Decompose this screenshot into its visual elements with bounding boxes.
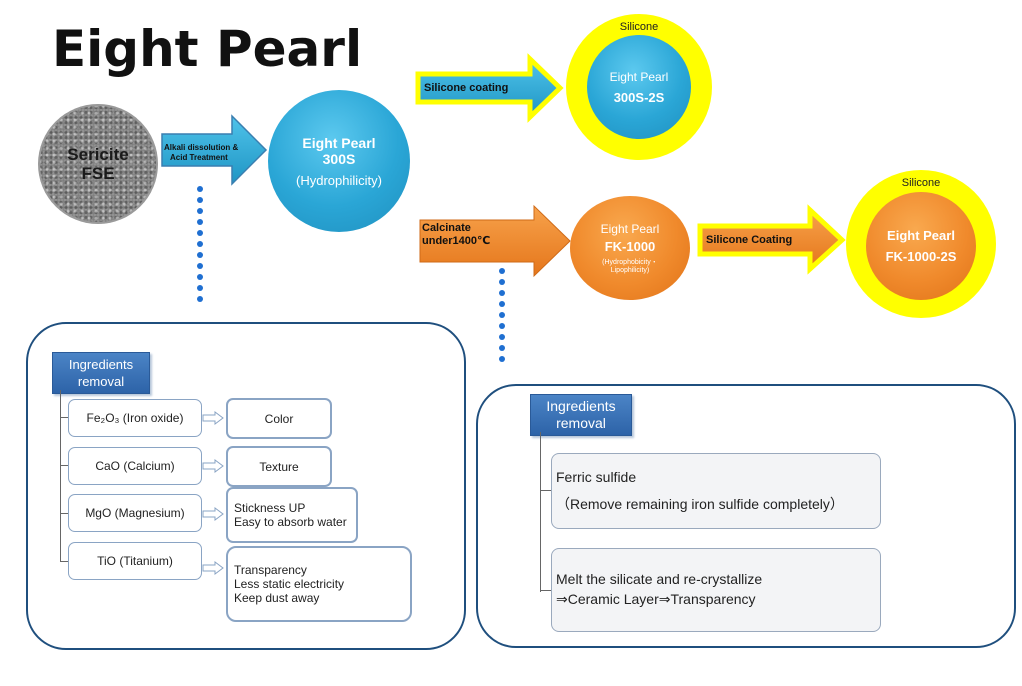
tree-branch xyxy=(540,490,552,491)
right-ingredients-badge: Ingredients removal xyxy=(530,394,632,436)
pearl-fk1000-2s-ring-label: Silicone xyxy=(901,177,941,189)
right-arrow-icon xyxy=(202,459,224,473)
right-arrow-icon xyxy=(202,561,224,575)
pearl-fk1000-code: FK-1000 xyxy=(604,239,656,254)
tree-branch xyxy=(60,513,68,514)
eight-pearl-fk1000-2s-circle: Eight Pearl FK-1000-2S xyxy=(866,192,976,300)
sericite-label: Sericite xyxy=(67,145,129,164)
alkali-arrow-line1: Alkali dissolution & xyxy=(164,143,239,152)
ferric-sulfide-detail: （Remove remaining iron sulfide completel… xyxy=(556,496,844,512)
alkali-treatment-arrow xyxy=(161,114,268,186)
result-stickness-line2: Easy to absorb water xyxy=(234,515,347,529)
pearl-fk1000-2s-name: Eight Pearl xyxy=(887,228,955,243)
tree-branch xyxy=(60,561,68,562)
tree-branch xyxy=(60,417,68,418)
result-texture: Texture xyxy=(226,446,332,487)
calcinate-arrow-label: Calcinate under1400℃ xyxy=(422,222,490,248)
alkali-arrow-line2: Acid Treatment xyxy=(170,153,228,162)
pearl-300s-note: (Hydrophilicity) xyxy=(296,172,382,188)
eight-pearl-300s-circle: Eight Pearl 300S (Hydrophilicity) xyxy=(268,90,410,232)
left-dotted-connector xyxy=(197,186,203,307)
tree-branch xyxy=(540,590,552,591)
result-stickness: Stickness UP Easy to absorb water xyxy=(226,487,358,543)
left-badge-line1: Ingredients xyxy=(68,357,134,372)
result-transparency: Transparency Less static electricity Kee… xyxy=(226,546,412,622)
right-badge-line1: Ingredients xyxy=(546,398,616,414)
right-dotted-connector xyxy=(499,268,505,367)
ingredient-iron-oxide: Fe₂O₃ (Iron oxide) xyxy=(68,399,202,437)
pearl-300s-code: 300S xyxy=(322,150,356,167)
right-arrow-icon xyxy=(202,411,224,425)
result-color-text: Color xyxy=(264,411,294,426)
right-badge-line2: removal xyxy=(556,415,606,431)
result-texture-text: Texture xyxy=(259,459,299,474)
ferric-sulfide-title: Ferric sulfide xyxy=(556,469,637,485)
pearl-300s-2s-code: 300S-2S xyxy=(613,89,665,105)
result-transparency-line1: Transparency xyxy=(234,563,307,577)
ingredient-titanium: TiO (Titanium) xyxy=(68,542,202,580)
silicone-coating-bottom-label: Silicone Coating xyxy=(706,234,793,246)
page-title: Eight Pearl xyxy=(52,20,363,78)
eight-pearl-300s-2s-circle: Eight Pearl 300S-2S xyxy=(587,35,691,139)
silicone-coating-top-label: Silicone coating xyxy=(424,82,509,94)
pearl-300s-2s-name: Eight Pearl xyxy=(609,69,669,84)
tree-branch xyxy=(60,465,68,466)
silicone-coating-top-arrow xyxy=(415,53,564,123)
sericite-fse-circle: Sericite FSE xyxy=(38,104,158,224)
eight-pearl-fk1000-circle: Eight Pearl FK-1000 (Hydrophobicity・ Lip… xyxy=(570,196,690,300)
left-badge-line2: removal xyxy=(77,374,125,389)
pearl-300s-name: Eight Pearl xyxy=(302,134,376,151)
left-tree-line xyxy=(60,390,61,562)
silicate-line2: ⇒Ceramic Layer⇒Transparency xyxy=(556,591,756,607)
result-color: Color xyxy=(226,398,332,439)
result-transparency-line3: Keep dust away xyxy=(234,591,320,605)
ingredient-calcium: CaO (Calcium) xyxy=(68,447,202,485)
calcinate-line2: under1400℃ xyxy=(422,235,491,247)
pearl-fk1000-note1: (Hydrophobicity・ xyxy=(602,259,658,266)
left-ingredients-badge: Ingredients removal xyxy=(52,352,150,394)
pearl-300s-2s-ring-label: Silicone xyxy=(619,21,659,33)
calcinate-arrow xyxy=(419,204,571,278)
right-tree-line xyxy=(540,432,541,592)
silicate-line1: Melt the silicate and re-crystallize xyxy=(556,571,763,587)
result-transparency-line2: Less static electricity xyxy=(234,577,345,591)
calcinate-line1: Calcinate xyxy=(422,222,471,234)
silicone-coating-bottom-arrow xyxy=(697,204,846,275)
result-stickness-line1: Stickness UP xyxy=(234,501,306,515)
pearl-fk1000-note2: Lipophilicity) xyxy=(610,267,650,274)
sericite-code: FSE xyxy=(81,164,115,183)
right-arrow-icon xyxy=(202,507,224,521)
alkali-arrow-label: Alkali dissolution & Acid Treatment xyxy=(164,143,238,163)
pearl-fk1000-2s-code: FK-1000-2S xyxy=(885,249,957,264)
ferric-sulfide-box: Ferric sulfide （Remove remaining iron su… xyxy=(551,453,881,529)
ingredient-magnesium: MgO (Magnesium) xyxy=(68,494,202,532)
pearl-fk1000-name: Eight Pearl xyxy=(600,222,660,236)
silicate-box: Melt the silicate and re-crystallize ⇒Ce… xyxy=(551,548,881,632)
